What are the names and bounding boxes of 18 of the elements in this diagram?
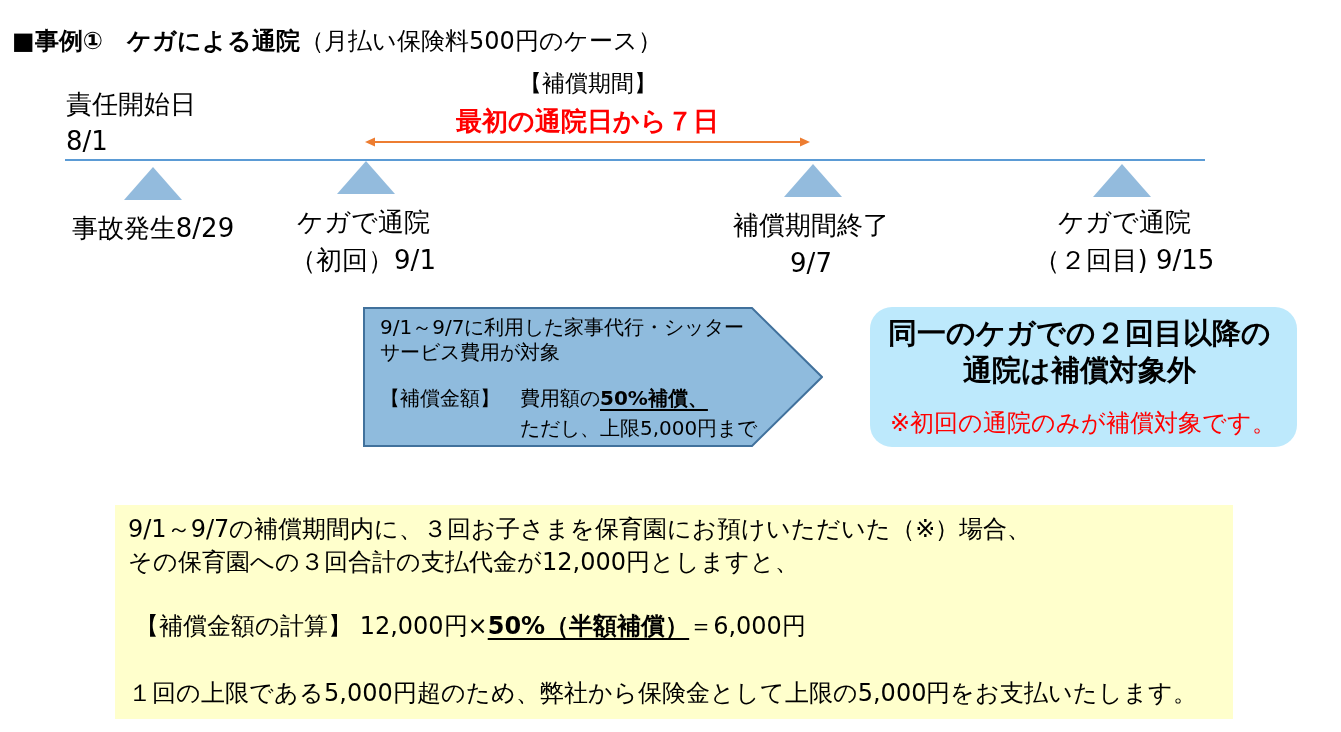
amount-heading: 【補償金額】 (380, 385, 500, 412)
amount-text: 費用額の50%補償、ただし、上限5,000円まで (520, 385, 759, 442)
event-label: ケガで通院（初回）9/1 (289, 206, 437, 277)
period-label: 最初の通院日から７日 (455, 105, 719, 137)
event-label: ケガで通院（２回目) 9/15 (1032, 206, 1216, 277)
note-text: ※初回の通院のみが補償対象です。 (889, 408, 1277, 438)
event-label: 事故発生8/29 (71, 213, 235, 243)
payment-text: １回の上限である5,000円超のため、弊社から保険金として上限の5,000円をお支払いたします。 (128, 678, 1198, 708)
example-text: 9/1～9/7の補償期間内に、３回お子さまを保育園にお預けいただいた（※）場合、その保育園への３回合計の支払代金が12,000円としますと、 (128, 514, 1033, 578)
calculation-text: 【補償金額の計算】 12,000円×50%（半額補償）＝6,000円 (135, 611, 806, 641)
coverage-text: 9/1～9/7に利用した家事代行・シッターサービス費用が対象 (380, 315, 746, 365)
period-heading: 【補償期間】 (519, 69, 657, 97)
note-heading: 同一のケガでの２回目以降の通院は補償対象外 (886, 315, 1272, 389)
note-box (870, 307, 1297, 447)
event-label: 補償期間終了9/7 (732, 209, 890, 280)
calculation-box (115, 505, 1233, 719)
start-date-label: 責任開始日8/1 (66, 88, 197, 158)
title: ■事例① ケガによる通院（月払い保険料500円のケース） (12, 26, 662, 56)
